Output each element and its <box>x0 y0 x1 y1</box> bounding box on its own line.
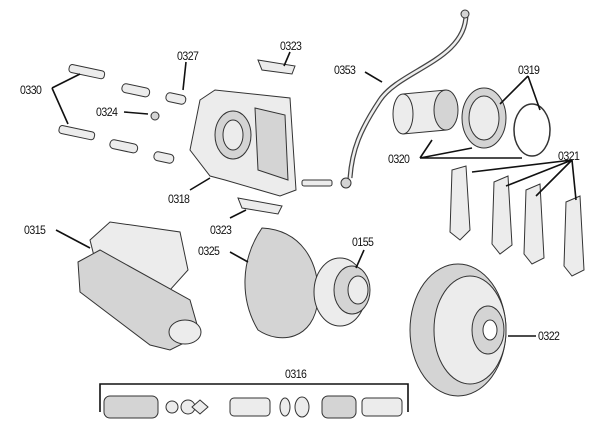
label-0322: 0322 <box>538 329 560 343</box>
label-0320: 0320 <box>388 152 410 166</box>
label-0325: 0325 <box>198 244 220 258</box>
label-0330: 0330 <box>20 83 42 97</box>
splash-shield <box>244 227 319 339</box>
label-0315: 0315 <box>24 223 46 237</box>
label-0324: 0324 <box>96 105 118 119</box>
label-0353: 0353 <box>334 63 356 77</box>
label-0323-bottom: 0323 <box>210 223 232 237</box>
brake-rotor <box>409 263 507 397</box>
master-cylinder <box>77 221 202 351</box>
piston-and-seals <box>392 87 551 157</box>
label-0316: 0316 <box>285 367 307 381</box>
hub-bearing <box>313 257 371 327</box>
leader-lines <box>51 51 577 412</box>
caliper <box>189 89 297 197</box>
label-0321: 0321 <box>558 149 580 163</box>
label-0327: 0327 <box>177 49 199 63</box>
label-0323-top: 0323 <box>280 39 302 53</box>
label-0318: 0318 <box>168 192 190 206</box>
brake-pads <box>449 165 585 277</box>
master-cylinder-rebuild-kit <box>103 395 403 419</box>
label-0319: 0319 <box>518 63 540 77</box>
brake-hose <box>301 9 470 189</box>
anti-rattle-clip-top <box>257 59 296 75</box>
guide-pins <box>58 64 187 164</box>
label-0155: 0155 <box>352 235 374 249</box>
anti-rattle-clip-bottom <box>237 197 283 215</box>
